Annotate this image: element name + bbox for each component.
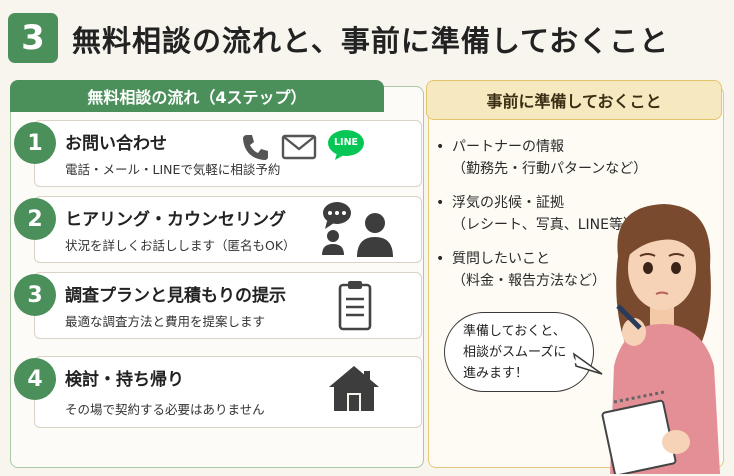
- prep-item-partner-info: • パートナーの情報 （勤務先・行動パターンなど）: [436, 136, 647, 180]
- clipboard-icon: [338, 281, 372, 331]
- step-title: 調査プランと見積もりの提示: [65, 286, 286, 306]
- prep-item-label: 浮気の兆候・証拠: [452, 195, 564, 211]
- speech-line: 準備しておくと、: [463, 324, 566, 339]
- speech-line: 進みます！: [463, 366, 529, 381]
- line-logo-label: LINE: [333, 137, 359, 148]
- step-number-3: 3: [14, 274, 56, 316]
- step-description: その場で契約する必要はありません: [65, 402, 265, 417]
- speech-bubble: 準備しておくと、 相談がスムーズに 進みます！: [444, 312, 594, 392]
- counseling-people-icon: [322, 202, 393, 257]
- bullet: •: [436, 251, 445, 267]
- step-description: 状況を詳しくお話しします（匿名もOK）: [65, 238, 296, 253]
- speech-line: 相談がスムーズに: [463, 345, 567, 360]
- step-number-1: 1: [14, 122, 56, 164]
- mail-icon: [281, 134, 317, 160]
- step-number-4: 4: [14, 358, 56, 400]
- step-number-2: 2: [14, 198, 56, 240]
- bullet: •: [436, 195, 445, 211]
- phone-icon: [243, 135, 268, 160]
- speech-bubble-tail: [572, 352, 603, 375]
- prep-item-label: パートナーの情報: [452, 139, 564, 155]
- page-title: 無料相談の流れと、事前に準備しておくこと: [72, 24, 670, 58]
- consultation-flow-tab: 無料相談の流れ（4ステップ）: [10, 80, 384, 112]
- preparation-tab: 事前に準備しておくこと: [426, 80, 722, 120]
- house-icon: [329, 366, 379, 411]
- step-title: ヒアリング・カウンセリング: [65, 210, 286, 230]
- prep-item-detail: （料金・報告方法など）: [452, 273, 606, 289]
- prep-item-questions: • 質問したいこと （料金・報告方法など）: [436, 248, 606, 292]
- step-card-3: 調査プランと見積もりの提示 最適な調査方法と費用を提案します: [34, 272, 422, 339]
- prep-item-detail: （勤務先・行動パターンなど）: [452, 161, 648, 177]
- prep-item-detail: （レシート、写真、LINE等）: [452, 217, 637, 233]
- bullet: •: [436, 139, 445, 155]
- prep-item-label: 質問したいこと: [452, 251, 550, 267]
- step-title: 検討・持ち帰り: [65, 370, 184, 390]
- step-description: 最適な調査方法と費用を提案します: [65, 314, 266, 329]
- step-card-1: お問い合わせ 電話・メール・LINEで気軽に相談予約 LINE: [34, 120, 422, 187]
- step-description: 電話・メール・LINEで気軽に相談予約: [65, 162, 281, 177]
- section-number-badge: 3: [8, 13, 58, 63]
- speech-bubble-text: 準備しておくと、 相談がスムーズに 進みます！: [463, 321, 566, 384]
- woman-illustration: [601, 204, 720, 474]
- step-card-4: 検討・持ち帰り その場で契約する必要はありません: [34, 356, 422, 428]
- prep-item-evidence: • 浮気の兆候・証拠 （レシート、写真、LINE等）: [436, 192, 637, 236]
- line-icon: LINE: [327, 129, 365, 161]
- step-card-2: ヒアリング・カウンセリング 状況を詳しくお話しします（匿名もOK）: [34, 196, 422, 263]
- step-title: お問い合わせ: [65, 134, 167, 154]
